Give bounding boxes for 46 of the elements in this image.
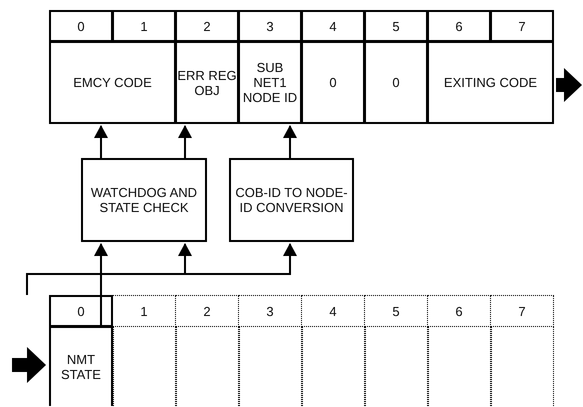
empty-field-cell [365, 326, 428, 406]
field-cell [238, 41, 302, 124]
byte-number: 5 [392, 18, 400, 34]
byte-number: 4 [329, 18, 337, 34]
byte-number: 1 [140, 304, 148, 318]
byte-number: 3 [266, 304, 274, 318]
byte-number: 2 [203, 18, 211, 34]
byte-number: 7 [518, 18, 526, 34]
empty-field-cell [113, 326, 176, 406]
cell-text: SUB NET1 NODE ID [242, 60, 298, 105]
byte-number: 6 [455, 304, 463, 318]
cell-text: ERR REG OBJ [177, 68, 237, 98]
field-cell [427, 41, 554, 124]
cell-text: 0 [329, 75, 337, 90]
byte-number: 3 [266, 18, 274, 34]
block-arrow [12, 347, 46, 383]
empty-field-cell [491, 326, 554, 406]
cell-text: EMCY CODE [73, 75, 152, 90]
process-box [229, 158, 354, 242]
cell-text: WATCHDOG AND STATE CHECK [90, 185, 198, 215]
cell-text: COB-ID TO NODE-ID CONVERSION [234, 185, 349, 215]
arrow [283, 125, 297, 158]
byte-number: 5 [392, 304, 400, 318]
arrow [94, 243, 108, 326]
cell-text: 0 [392, 75, 400, 90]
field-cell [364, 41, 428, 124]
field-cell [175, 41, 239, 124]
field-cell [301, 41, 365, 124]
field-cell [49, 41, 176, 124]
arrow [94, 125, 108, 158]
byte-number: 0 [77, 304, 85, 318]
byte-number: 7 [518, 304, 526, 318]
empty-field-cell [428, 326, 491, 406]
byte-number: 4 [329, 304, 337, 318]
empty-field-cell [176, 326, 239, 406]
process-box [81, 158, 207, 242]
arrow [178, 125, 192, 158]
empty-field-cell [302, 326, 365, 406]
cell-text: EXITING CODE [444, 75, 538, 90]
byte-number: 2 [203, 304, 211, 318]
byte-number: 6 [455, 18, 463, 34]
arrow [26, 243, 297, 295]
cell-text: NMT STATE [60, 352, 102, 382]
empty-field-cell [239, 326, 302, 406]
byte-number: 0 [77, 18, 85, 34]
byte-number: 1 [140, 18, 148, 34]
